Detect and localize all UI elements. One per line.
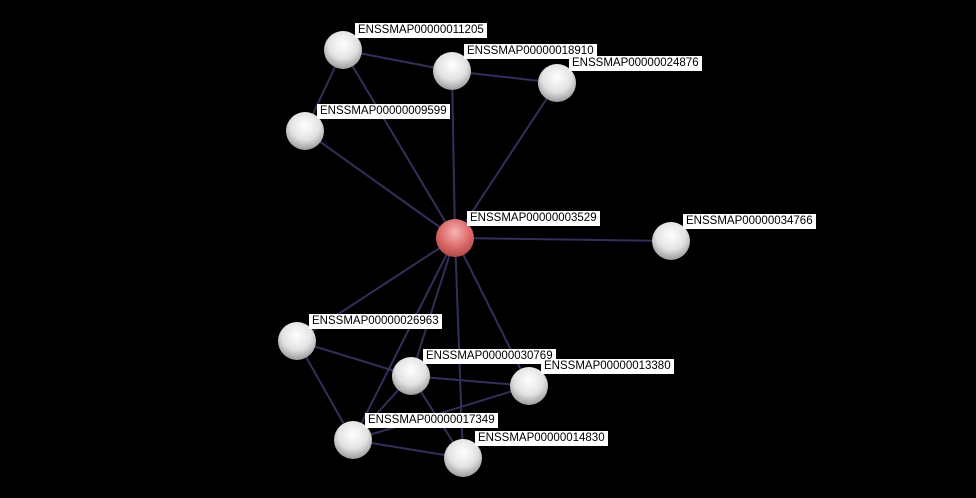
edge-ENSSMAP00000030769--ENSSMAP00000013380[interactable] <box>410 375 530 387</box>
edge-ENSSMAP00000003529--ENSSMAP00000030769[interactable] <box>410 237 456 377</box>
edge-ENSSMAP00000009599--ENSSMAP00000003529[interactable] <box>304 130 456 239</box>
node-ENSSMAP00000013380[interactable] <box>510 367 548 405</box>
node-ENSSMAP00000014830[interactable] <box>444 439 482 477</box>
node-label-ENSSMAP00000011205: ENSSMAP00000011205 <box>355 23 487 38</box>
node-ENSSMAP00000030769[interactable] <box>392 357 430 395</box>
edge-ENSSMAP00000018910--ENSSMAP00000003529[interactable] <box>451 70 456 239</box>
node-ENSSMAP00000034766[interactable] <box>652 222 690 260</box>
node-ENSSMAP00000009599[interactable] <box>286 112 324 150</box>
node-label-ENSSMAP00000003529: ENSSMAP00000003529 <box>467 211 600 226</box>
edge-ENSSMAP00000003529--ENSSMAP00000034766[interactable] <box>454 237 672 242</box>
node-ENSSMAP00000026963[interactable] <box>278 322 316 360</box>
node-label-ENSSMAP00000013380: ENSSMAP00000013380 <box>541 359 674 374</box>
edge-ENSSMAP00000026963--ENSSMAP00000030769[interactable] <box>296 340 412 377</box>
node-label-ENSSMAP00000009599: ENSSMAP00000009599 <box>317 104 450 119</box>
node-label-ENSSMAP00000017349: ENSSMAP00000017349 <box>365 413 498 428</box>
node-label-ENSSMAP00000026963: ENSSMAP00000026963 <box>309 314 442 329</box>
node-label-ENSSMAP00000034766: ENSSMAP00000034766 <box>683 214 816 229</box>
node-label-ENSSMAP00000024876: ENSSMAP00000024876 <box>569 56 702 71</box>
node-ENSSMAP00000017349[interactable] <box>334 421 372 459</box>
node-label-ENSSMAP00000030769: ENSSMAP00000030769 <box>423 349 556 364</box>
node-ENSSMAP00000011205[interactable] <box>324 31 362 69</box>
edge-ENSSMAP00000011205--ENSSMAP00000003529[interactable] <box>342 49 456 239</box>
node-label-ENSSMAP00000014830: ENSSMAP00000014830 <box>475 431 608 446</box>
node-label-ENSSMAP00000018910: ENSSMAP00000018910 <box>464 44 597 59</box>
node-ENSSMAP00000024876[interactable] <box>538 64 576 102</box>
node-ENSSMAP00000018910[interactable] <box>433 52 471 90</box>
edge-ENSSMAP00000003529--ENSSMAP00000017349[interactable] <box>352 237 456 441</box>
node-ENSSMAP00000003529[interactable] <box>436 219 474 257</box>
